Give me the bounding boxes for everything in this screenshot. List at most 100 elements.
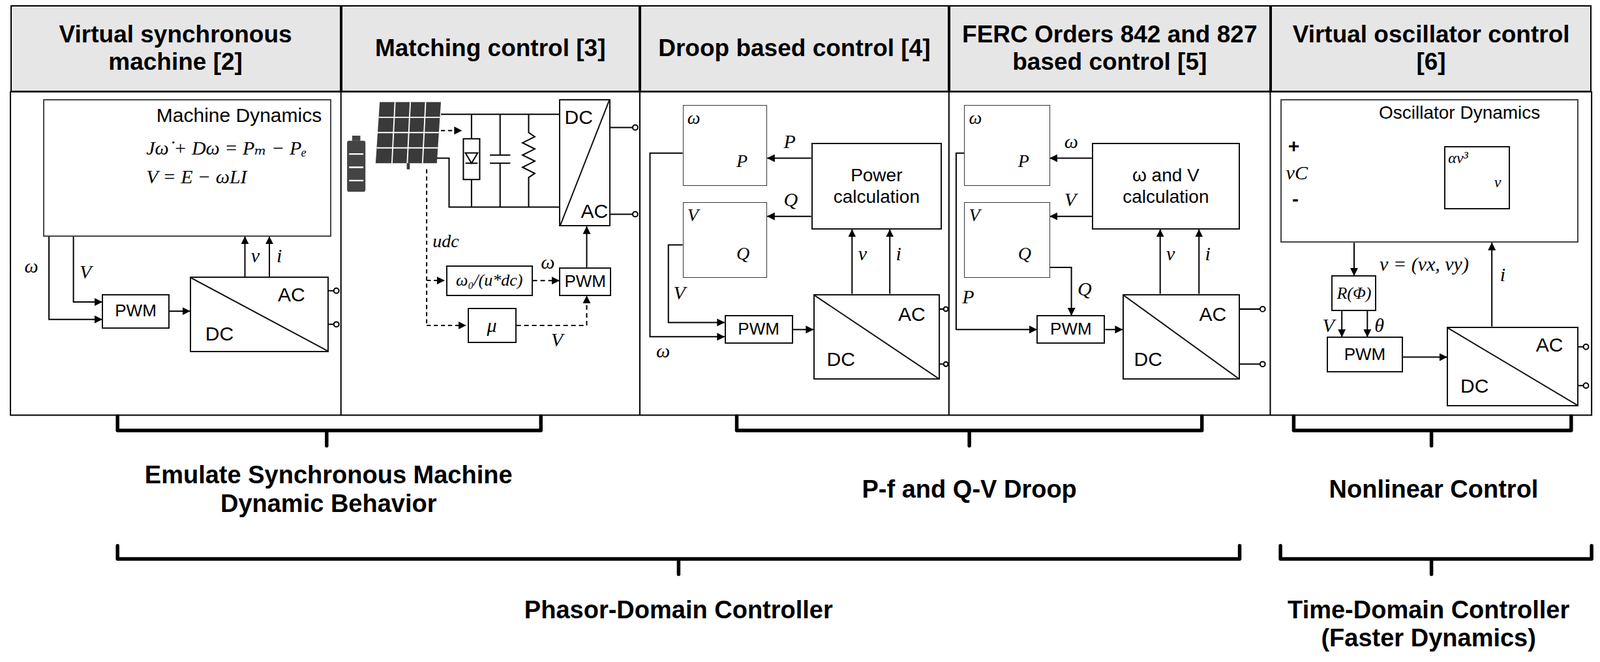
signal-arrow: [48, 236, 102, 320]
node-text: Q: [1018, 243, 1032, 265]
signal-arrow: [767, 157, 811, 160]
node-text: AC: [1536, 333, 1564, 357]
battery-icon: [347, 140, 366, 192]
udc-signal-line: [426, 279, 445, 282]
dc-link-circuit: [437, 114, 560, 207]
bracket: [1280, 545, 1592, 575]
table-grid: [639, 91, 641, 416]
terminals: [328, 290, 334, 325]
converter-box: ACDC: [189, 276, 329, 353]
terminals: [632, 125, 638, 131]
battery-icon: [348, 153, 364, 181]
signal-arrow: [586, 226, 588, 268]
node-text: ω₀/(u*dc): [455, 270, 523, 291]
droop-plot: ωP: [964, 105, 1050, 186]
node-text: Virtual synchronous machine [2]: [15, 20, 336, 77]
terminals: [943, 306, 949, 312]
signal-label: v: [251, 244, 260, 268]
signal-label: v = (vx, vy): [1379, 253, 1469, 276]
signal-arrow: [516, 296, 588, 326]
signal-arrow: [1198, 229, 1200, 295]
node-text: αv³: [1448, 149, 1468, 168]
terminals: [1583, 382, 1589, 389]
pwm-box: PWM: [1326, 336, 1404, 373]
converter-box: DCAC: [558, 99, 611, 227]
node-text: AC: [277, 283, 306, 307]
signal-arrow: [851, 229, 853, 295]
table-grid: [10, 91, 1592, 416]
group-label: Emulate Synchronous Machine Dynamic Beha…: [108, 461, 548, 518]
signal-label: P: [962, 285, 974, 309]
droop-plot: VQ: [682, 202, 768, 278]
terminals: [632, 211, 638, 218]
node-text: v: [1494, 173, 1502, 192]
group-label: Phasor-Domain Controller: [372, 596, 985, 625]
signal-label: P: [783, 130, 796, 154]
node-text: DC: [1460, 375, 1489, 398]
signal-arrow: [793, 328, 814, 331]
nonlinearity-box: αv³ v: [1444, 146, 1511, 210]
converter-diagonal: [814, 295, 939, 379]
droop-plot: ωP: [682, 105, 768, 186]
signal-label: i: [276, 244, 282, 268]
table-grid: [340, 91, 342, 416]
terminals: [1239, 309, 1261, 364]
gain-box: ω₀/(u*dc): [446, 265, 533, 297]
converter-box: AC DC: [1446, 326, 1579, 407]
signal-label: Q: [1077, 277, 1092, 301]
converter-box: ACDC: [1122, 294, 1240, 380]
signal-label: ω: [540, 251, 555, 274]
signal-label: v: [858, 242, 867, 266]
group-label: Time-Domain Controller (Faster Dynamics): [1260, 596, 1597, 653]
udc-signal-line: [425, 169, 428, 326]
node-text: Virtual oscillator control [6]: [1275, 20, 1587, 77]
pwm-box: PWM: [724, 315, 794, 344]
terminals: [333, 288, 340, 294]
node-text: R(Φ): [1336, 283, 1372, 304]
node-text: PWM: [564, 271, 606, 292]
node-text: μ: [487, 314, 498, 338]
signal-arrow: [1403, 356, 1447, 359]
dc-link-circuit: [437, 157, 560, 207]
converter-box: ACDC: [813, 294, 940, 380]
udc-signal-line: [426, 324, 466, 327]
signal-arrow: [1159, 229, 1162, 295]
gain-box: μ: [467, 307, 517, 343]
solar-panel-icon: [375, 101, 441, 169]
table-grid: [1269, 91, 1271, 416]
bracket: [737, 416, 1203, 446]
battery-icon: [352, 135, 361, 141]
converter-diagonal: [560, 100, 610, 226]
terminals: [1578, 347, 1584, 386]
signal-arrow: [268, 236, 271, 277]
pwm-box: PWM: [558, 267, 612, 297]
terminals: [610, 127, 633, 214]
node-text: AC: [581, 200, 609, 224]
signal-arrow: [889, 229, 891, 295]
signal-label: udc: [432, 230, 459, 252]
signal-label: ω: [1064, 130, 1079, 154]
node-text: vC: [1286, 161, 1308, 185]
battery-icon: [347, 135, 366, 192]
signal-label: V: [1064, 188, 1077, 212]
table-grid: [10, 91, 1592, 416]
node-text: Jω̇ + Dω = Pₘ − Pₑ: [146, 136, 307, 160]
udc-signal-line: [426, 169, 466, 326]
terminals: [1260, 306, 1266, 312]
signal-arrow: [73, 236, 103, 302]
node-text: ω and V calculation: [1097, 165, 1235, 207]
node-text: Matching control [3]: [375, 34, 606, 63]
node-text: DC: [1133, 348, 1162, 372]
terminals: [1583, 344, 1589, 350]
node-text: -: [1292, 187, 1299, 211]
node-text: Oscillator Dynamics: [1378, 102, 1540, 124]
node-text: V = E − ωLI: [146, 165, 247, 189]
signal-label: θ: [1374, 314, 1385, 338]
signal-arrow: [1353, 242, 1355, 276]
signal-label: V: [1322, 314, 1334, 338]
signal-label: ω: [24, 255, 39, 278]
dc-link-circuit: [463, 114, 480, 207]
signal-arrow: [1491, 242, 1493, 327]
group-label: P-f and Q-V Droop: [714, 475, 1225, 505]
